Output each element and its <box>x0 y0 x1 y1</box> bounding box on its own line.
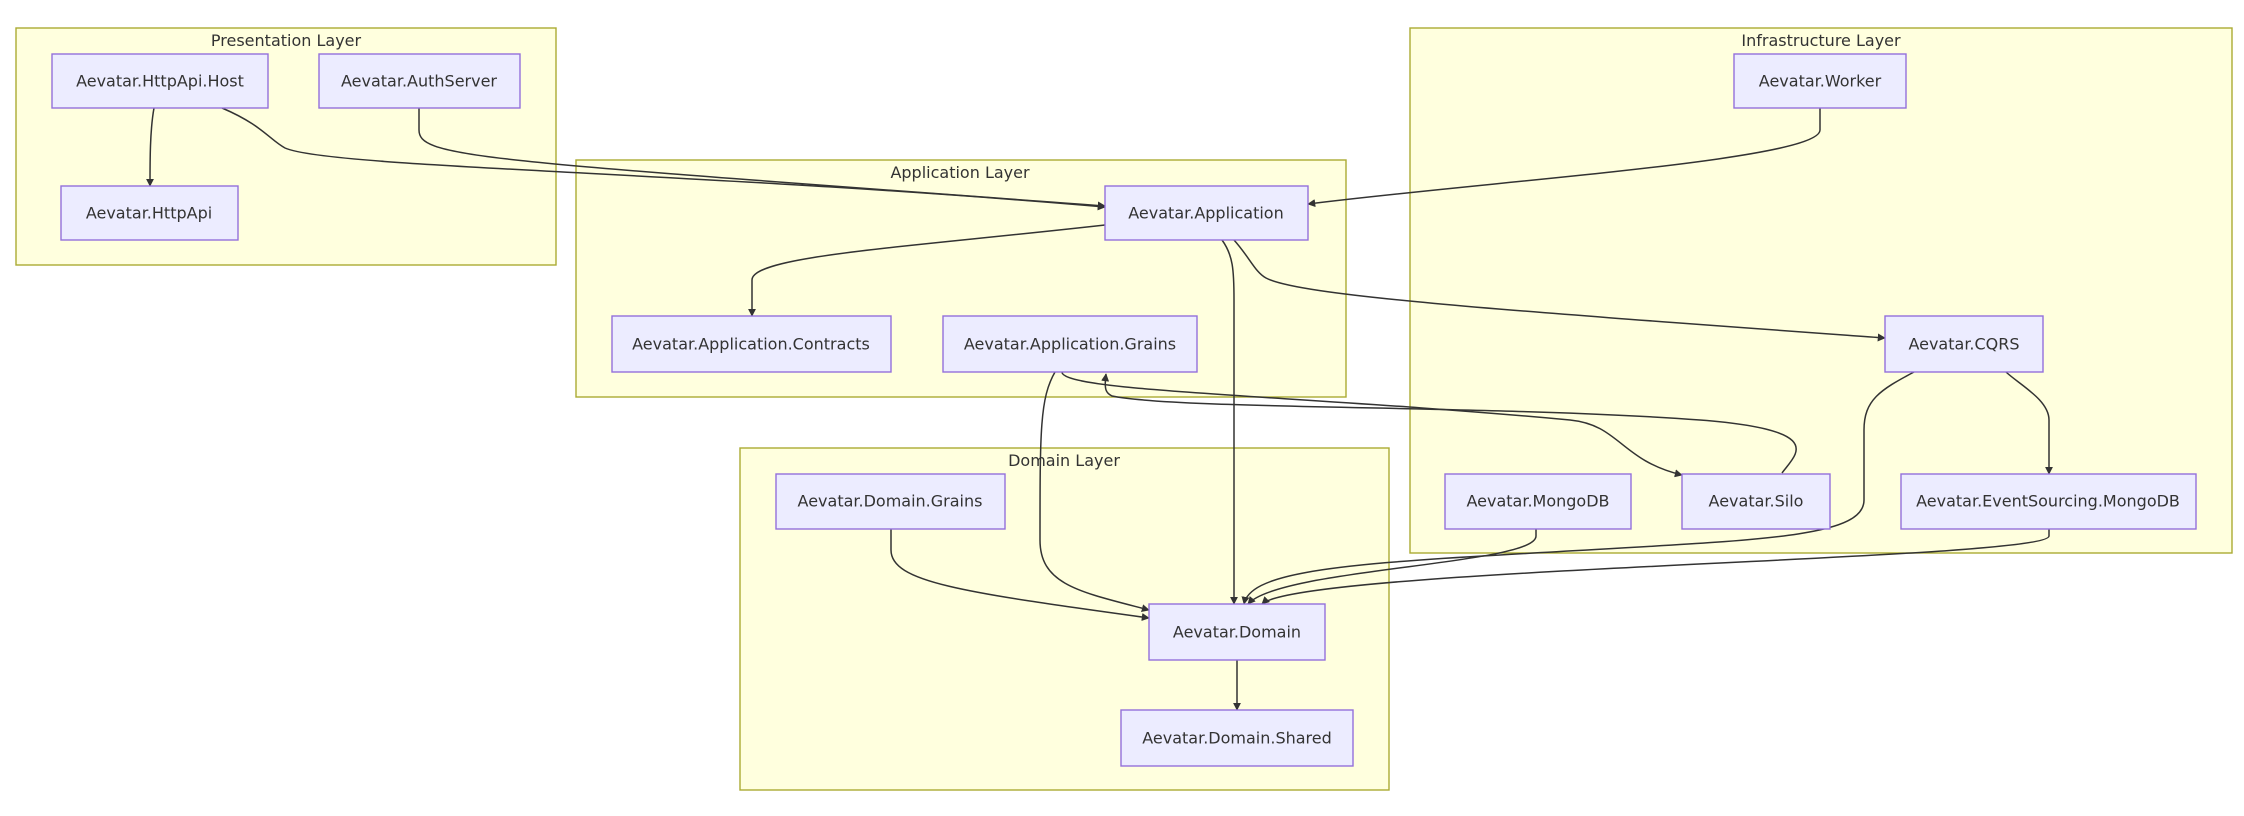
node-httpapi-host[interactable]: Aevatar.HttpApi.Host <box>51 53 269 109</box>
node-httpapi[interactable]: Aevatar.HttpApi <box>60 185 239 241</box>
node-eventsourcing-mongodb[interactable]: Aevatar.EventSourcing.MongoDB <box>1900 473 2197 530</box>
node-worker-label: Aevatar.Worker <box>1759 72 1882 91</box>
edge-grains-to-domain <box>1039 371 1150 613</box>
edge-worker-to-application <box>1307 108 1821 208</box>
node-domain-grains-label: Aevatar.Domain.Grains <box>798 492 983 511</box>
node-domain[interactable]: Aevatar.Domain <box>1148 603 1326 661</box>
application-layer-title: Application Layer <box>890 163 1030 182</box>
node-domain-label: Aevatar.Domain <box>1173 623 1301 642</box>
edge-httpapi-host-to-application <box>221 107 1106 211</box>
domain-layer-title: Domain Layer <box>1008 451 1120 470</box>
node-cqrs[interactable]: Aevatar.CQRS <box>1884 315 2044 373</box>
node-httpapi-label: Aevatar.HttpApi <box>86 204 212 223</box>
node-application[interactable]: Aevatar.Application <box>1104 185 1309 241</box>
edges <box>146 107 2053 711</box>
node-domain-shared-label: Aevatar.Domain.Shared <box>1142 729 1332 748</box>
edge-application-to-domain <box>1221 239 1238 605</box>
edge-application-to-cqrs <box>1233 239 1886 342</box>
edge-application-to-contracts <box>748 224 1106 317</box>
node-mongodb[interactable]: Aevatar.MongoDB <box>1444 473 1632 530</box>
node-application-contracts[interactable]: Aevatar.Application.Contracts <box>611 315 892 373</box>
node-authserver-label: Aevatar.AuthServer <box>341 72 497 91</box>
node-application-grains[interactable]: Aevatar.Application.Grains <box>942 315 1198 373</box>
edge-eventsourcing-to-domain <box>1261 529 2050 605</box>
infrastructure-layer-title: Infrastructure Layer <box>1741 31 1901 50</box>
edge-mongodb-to-domain <box>1247 529 1537 605</box>
node-eventsourcing-mongodb-label: Aevatar.EventSourcing.MongoDB <box>1916 492 2180 511</box>
edge-grains-to-silo <box>1061 371 1683 478</box>
node-authserver[interactable]: Aevatar.AuthServer <box>318 53 521 109</box>
node-application-label: Aevatar.Application <box>1128 204 1283 223</box>
node-mongodb-label: Aevatar.MongoDB <box>1466 492 1609 511</box>
edge-silo-to-grains <box>1101 373 1797 474</box>
node-silo[interactable]: Aevatar.Silo <box>1681 473 1831 530</box>
edge-httpapi-host-to-httpapi <box>146 107 155 187</box>
node-application-contracts-label: Aevatar.Application.Contracts <box>632 335 870 354</box>
node-httpapi-host-label: Aevatar.HttpApi.Host <box>76 72 244 91</box>
presentation-layer-title: Presentation Layer <box>211 31 362 50</box>
edge-authserver-to-application <box>418 108 1106 210</box>
infrastructure-layer: Infrastructure Layer <box>1409 27 2233 554</box>
node-domain-shared[interactable]: Aevatar.Domain.Shared <box>1120 709 1354 767</box>
edge-cqrs-to-eventsourcing <box>2005 371 2053 475</box>
node-silo-label: Aevatar.Silo <box>1709 492 1804 511</box>
edge-cqrs-to-domain <box>1241 371 1915 605</box>
node-cqrs-label: Aevatar.CQRS <box>1908 335 2019 354</box>
edge-domain-grains-to-domain <box>890 529 1150 621</box>
node-worker[interactable]: Aevatar.Worker <box>1733 53 1907 109</box>
node-domain-grains[interactable]: Aevatar.Domain.Grains <box>775 473 1006 530</box>
node-application-grains-label: Aevatar.Application.Grains <box>964 335 1176 354</box>
